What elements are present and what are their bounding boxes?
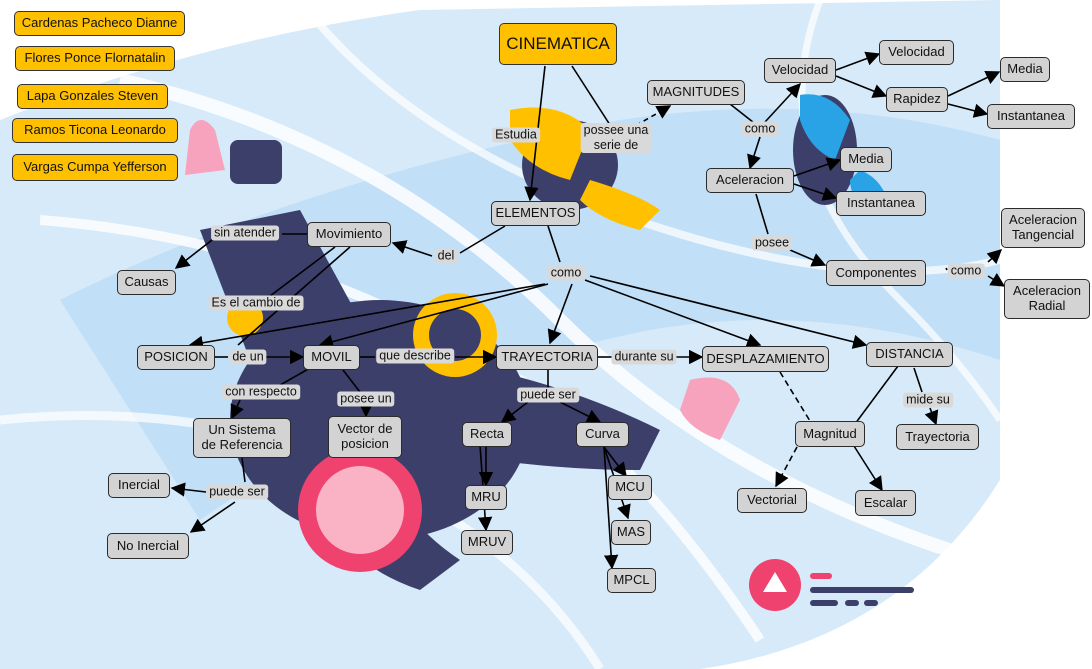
node-aceleracion-radial[interactable]: Aceleracion Radial (1004, 279, 1090, 319)
link-label-posee-un: posee un (337, 391, 395, 407)
node-posicion[interactable]: POSICION (137, 345, 215, 370)
author-badge: Flores Ponce Flornatalin (15, 46, 175, 71)
node-media-rapidez[interactable]: Media (1000, 57, 1050, 82)
link-label-mide-su: mide su (903, 392, 953, 408)
node-rapidez[interactable]: Rapidez (886, 87, 948, 112)
author-badge: Ramos Ticona Leonardo (12, 118, 178, 143)
node-magnitudes[interactable]: MAGNITUDES (647, 80, 745, 105)
node-componentes[interactable]: Componentes (826, 260, 926, 286)
link-label-de-un: de un (229, 349, 267, 365)
node-aceleracion-tangencial[interactable]: Aceleracion Tangencial (1001, 208, 1085, 248)
link-label-posee-serie: possee una serie de (580, 123, 652, 153)
link-label-del: del (434, 248, 458, 264)
node-mas[interactable]: MAS (611, 520, 651, 545)
link-label-como: como (741, 121, 779, 137)
node-instantanea-aceleracion[interactable]: Instantanea (836, 191, 926, 216)
node-no-inercial[interactable]: No Inercial (107, 533, 189, 559)
link-label-sin-atender: sin atender (211, 225, 279, 241)
author-badge: Cardenas Pacheco Dianne (14, 11, 185, 36)
node-media-aceleracion[interactable]: Media (840, 147, 892, 172)
node-instantanea-rapidez[interactable]: Instantanea (987, 104, 1075, 129)
node-curva[interactable]: Curva (576, 422, 629, 447)
link-label-puede-ser: puede ser (517, 387, 579, 403)
node-trayectoria[interactable]: TRAYECTORIA (496, 345, 598, 370)
node-movimiento[interactable]: Movimiento (307, 222, 391, 247)
node-magnitud[interactable]: Magnitud (795, 421, 865, 447)
node-recta[interactable]: Recta (462, 422, 512, 447)
node-causas[interactable]: Causas (117, 270, 176, 295)
node-desplazamiento[interactable]: DESPLAZAMIENTO (702, 346, 829, 372)
node-vectorial[interactable]: Vectorial (737, 488, 807, 513)
node-velocidad[interactable]: Velocidad (764, 58, 836, 83)
node-sistema-referencia[interactable]: Un Sistema de Referencia (193, 418, 291, 458)
link-label-cambio: Es el cambio de (208, 295, 304, 311)
link-label-como: como (547, 265, 585, 281)
link-label-estudia: Estudia (492, 127, 540, 143)
node-elementos[interactable]: ELEMENTOS (491, 201, 580, 226)
author-badge: Vargas Cumpa Yefferson (12, 154, 178, 181)
node-mpcl[interactable]: MPCL (607, 568, 656, 593)
node-distancia[interactable]: DISTANCIA (866, 342, 953, 367)
node-movil[interactable]: MOVIL (303, 345, 360, 370)
link-label-puede-ser: puede ser (206, 484, 268, 500)
node-mruv[interactable]: MRUV (461, 530, 513, 555)
author-badge: Lapa Gonzales Steven (17, 84, 168, 109)
node-inercial[interactable]: Inercial (108, 473, 170, 498)
node-velocidad-sub[interactable]: Velocidad (879, 40, 954, 65)
link-label-con-respecto: con respecto (222, 384, 300, 400)
node-aceleracion[interactable]: Aceleracion (706, 168, 794, 193)
link-label-durante-su: durante su (611, 349, 677, 365)
node-mru[interactable]: MRU (465, 485, 507, 510)
node-escalar[interactable]: Escalar (855, 490, 916, 516)
node-trayectoria-sub[interactable]: Trayectoria (896, 424, 979, 450)
link-label-que-describe: que describe (376, 348, 454, 364)
node-mcu[interactable]: MCU (608, 475, 652, 500)
node-vector-posicion[interactable]: Vector de posicion (328, 416, 402, 458)
link-label-posee: posee (751, 235, 793, 251)
node-cinematica[interactable]: CINEMATICA (499, 23, 617, 65)
link-label-como: como (947, 263, 985, 279)
